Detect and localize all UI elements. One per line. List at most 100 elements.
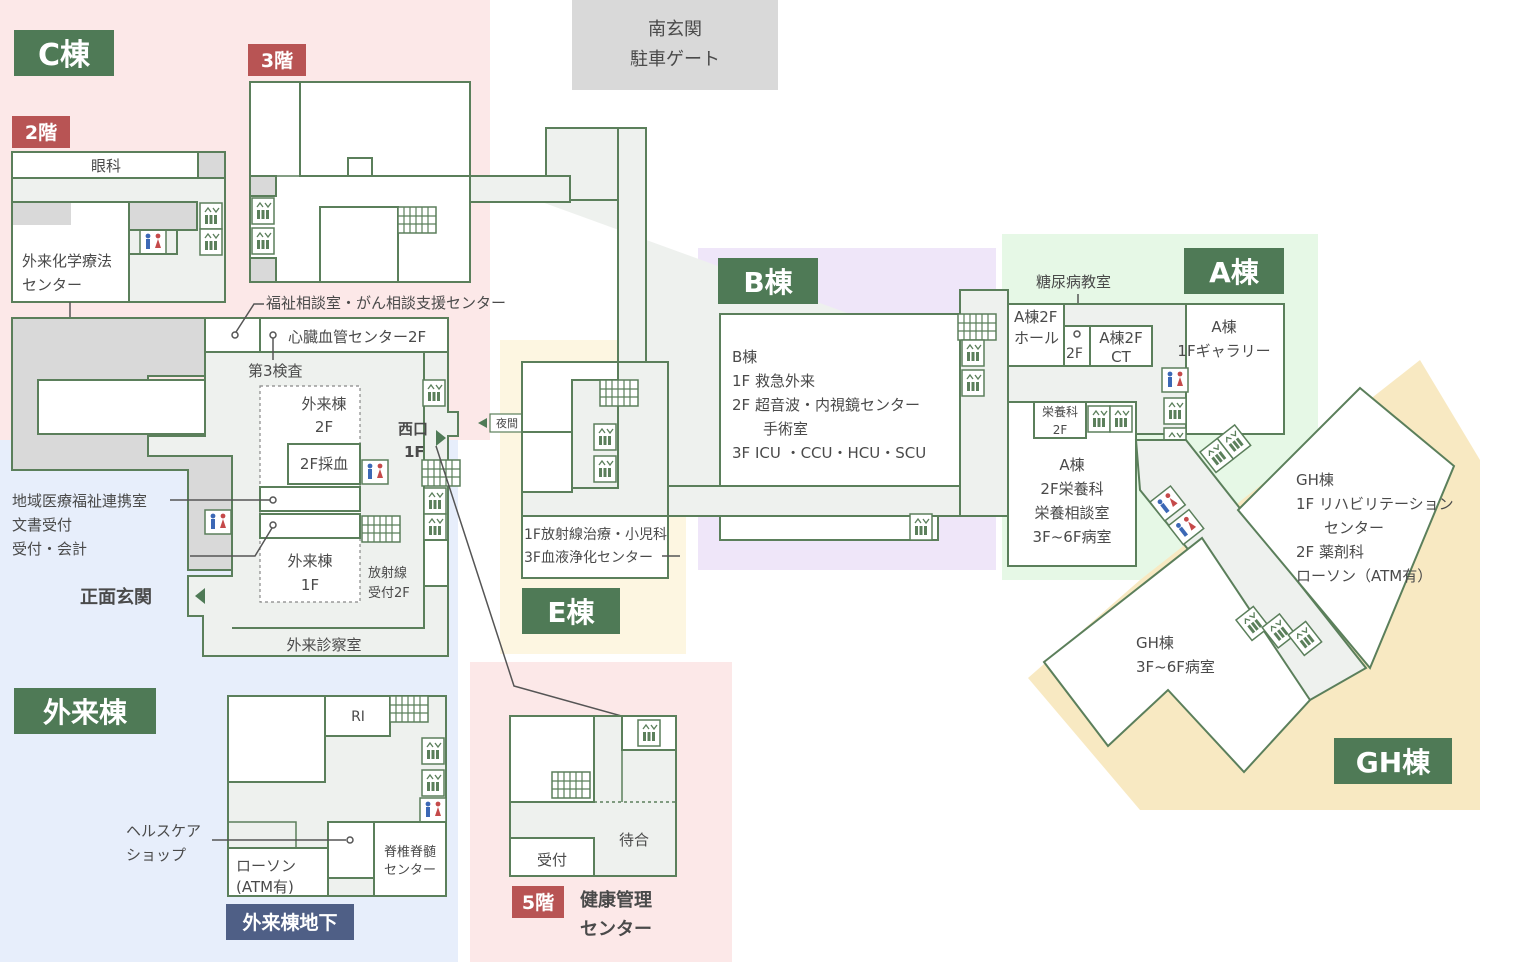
south-gate-line2: 駐車ゲート xyxy=(630,49,720,70)
health-reception-label: 受付 xyxy=(537,851,567,869)
west-entrance-line2: 1F xyxy=(404,443,425,461)
arrow-icon xyxy=(195,588,205,604)
exam-rooms-label: 外来診察室 xyxy=(286,636,361,654)
a-gallery-line1: A棟 xyxy=(1211,318,1236,336)
marker-dot-icon xyxy=(1073,330,1081,338)
regional-liaison-label: 地域医療福祉連携室 xyxy=(12,492,147,510)
tag-3f xyxy=(248,44,306,76)
outpatient-room-b xyxy=(259,486,361,512)
c3f-gray2 xyxy=(249,257,277,283)
elevator-icon xyxy=(593,455,617,483)
e-wing-line1: 1F放射線治療・小児科 xyxy=(524,526,667,543)
leader-line xyxy=(235,303,264,333)
elevator-icon xyxy=(422,379,446,407)
marker-dot-icon xyxy=(231,331,239,339)
welfare-consult-label: 福祉相談室・がん相談支援センター xyxy=(266,294,506,312)
elevator-icon xyxy=(593,423,617,451)
stairs-icon xyxy=(421,459,461,487)
tag-outpatient xyxy=(14,688,156,734)
b-wing-line3: 2F 超音波・内視鏡センター xyxy=(732,396,920,414)
c2f-gray3 xyxy=(128,201,198,231)
a-2f-small-label: 2F xyxy=(1066,346,1083,362)
restroom-icon xyxy=(139,229,167,255)
arrow-icon xyxy=(436,430,446,446)
a-wing-line4: 3F~6F病室 xyxy=(1033,528,1112,546)
leader-line xyxy=(435,445,637,721)
outpatient-room-d xyxy=(423,539,449,587)
basement-room-a xyxy=(227,695,326,783)
elevator-icon xyxy=(421,737,445,765)
a-hall-line2: ホール xyxy=(1014,329,1059,347)
healthcare-shop-room xyxy=(327,821,375,879)
leader-line xyxy=(190,527,273,557)
gh-right-line5: ローソン（ATM有） xyxy=(1296,567,1432,585)
elevator-icon xyxy=(251,227,275,255)
ri-room xyxy=(324,695,391,737)
a-wing-line1: A棟 xyxy=(1059,456,1084,474)
tag-e-wing xyxy=(522,588,620,634)
elevator-icon xyxy=(421,769,445,797)
stairs-icon xyxy=(599,379,639,407)
gh-right-line3: センター xyxy=(1324,519,1384,537)
tag-3f-text: 3階 xyxy=(261,50,293,72)
elevator-icon xyxy=(251,197,275,225)
radiology-line1: 放射線 xyxy=(368,565,407,581)
tag-basement-text: 外来棟地下 xyxy=(242,911,337,934)
elevator-icon xyxy=(199,228,223,256)
lawson-line2: (ATM有) xyxy=(236,878,294,896)
south-gate-box xyxy=(572,0,778,90)
tag-gh-wing xyxy=(1334,738,1452,784)
stairs-icon xyxy=(361,515,401,543)
elevator-icon xyxy=(423,487,447,515)
healthcare-shop-line1: ヘルスケア xyxy=(126,822,201,840)
tag-c-wing xyxy=(14,30,114,76)
restroom-icon xyxy=(419,797,447,823)
marker-dot-icon xyxy=(269,521,277,529)
e-room-b xyxy=(521,431,573,493)
healthcare-shop-line2: ショップ xyxy=(126,846,186,864)
b-wing-line1: B棟 xyxy=(732,348,757,366)
tag-a-wing xyxy=(1184,248,1284,294)
tag-5f-text: 5階 xyxy=(522,892,554,914)
cardio-room xyxy=(259,317,449,353)
blood-sampling-label: 2F採血 xyxy=(300,455,348,473)
health-center-line2: センター xyxy=(580,919,652,940)
c3f-room2 xyxy=(319,206,399,283)
b-wing-line5: 3F ICU ・CCU・HCU・SCU xyxy=(732,444,926,462)
elevator-icon xyxy=(1109,405,1133,433)
outpatient-2f-line2: 2F xyxy=(315,418,333,436)
b-wing-main xyxy=(719,313,961,487)
health-waiting-label: 待合 xyxy=(619,831,649,849)
c2f-gray xyxy=(197,151,226,179)
gh-left-line2: 3F~6F病室 xyxy=(1136,658,1215,676)
tag-e-wing-text: E棟 xyxy=(547,596,595,629)
lawson-line1: ローソン xyxy=(236,857,296,875)
a-ct-room xyxy=(1089,325,1153,367)
spine-line1: 脊椎脊髄 xyxy=(384,845,436,860)
elevator-icon xyxy=(1087,405,1111,433)
stairs-icon xyxy=(397,206,437,234)
elevator-icon xyxy=(199,202,223,230)
a-hall-line1: A棟2F xyxy=(1014,308,1057,326)
e-wing-line2: 3F血液浄化センター xyxy=(524,550,653,566)
tag-2f-text: 2階 xyxy=(25,122,57,144)
tag-basement xyxy=(226,904,354,940)
stairs-icon xyxy=(957,313,997,341)
gh-right-line4: 2F 薬剤科 xyxy=(1296,543,1364,561)
ophthalmology-label: 眼科 xyxy=(91,157,121,175)
chemo-room-gray xyxy=(13,203,71,225)
outpatient-1f-line1: 外来棟 xyxy=(287,552,332,570)
elevator-icon xyxy=(423,513,447,541)
nutrition-small-room xyxy=(1033,401,1087,439)
spine-room xyxy=(373,821,447,897)
south-gate-line1: 南玄関 xyxy=(648,19,702,40)
chemo-label-1: 外来化学療法 xyxy=(22,252,112,270)
tag-b-wing-text: B棟 xyxy=(743,266,793,299)
gh-right-block xyxy=(1236,386,1456,670)
gh-right-line2: 1F リハビリテーション xyxy=(1296,495,1454,513)
reception-payment-label: 受付・会計 xyxy=(12,540,87,558)
spine-line2: センター xyxy=(384,863,436,878)
health-center-line1: 健康管理 xyxy=(580,889,652,911)
lawson-room xyxy=(227,847,329,897)
